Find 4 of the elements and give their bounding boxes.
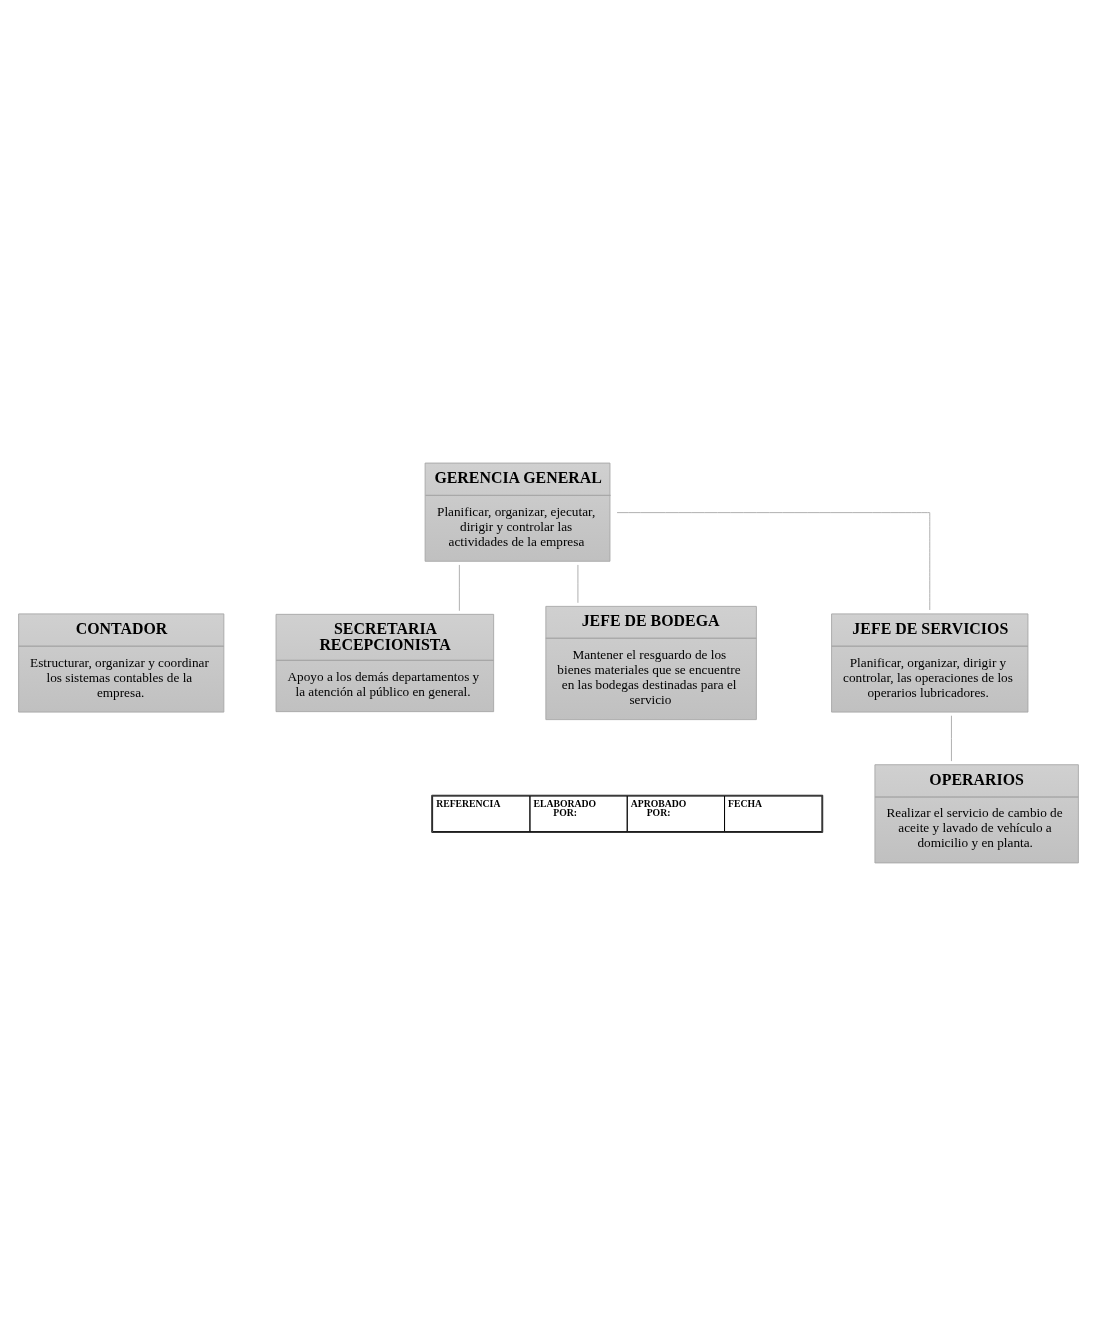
label: APROBADO POR: <box>630 797 687 818</box>
label: REFERENCIA <box>436 797 501 809</box>
label: FECHA <box>728 797 763 809</box>
label: ELABORADO POR: <box>533 797 597 818</box>
